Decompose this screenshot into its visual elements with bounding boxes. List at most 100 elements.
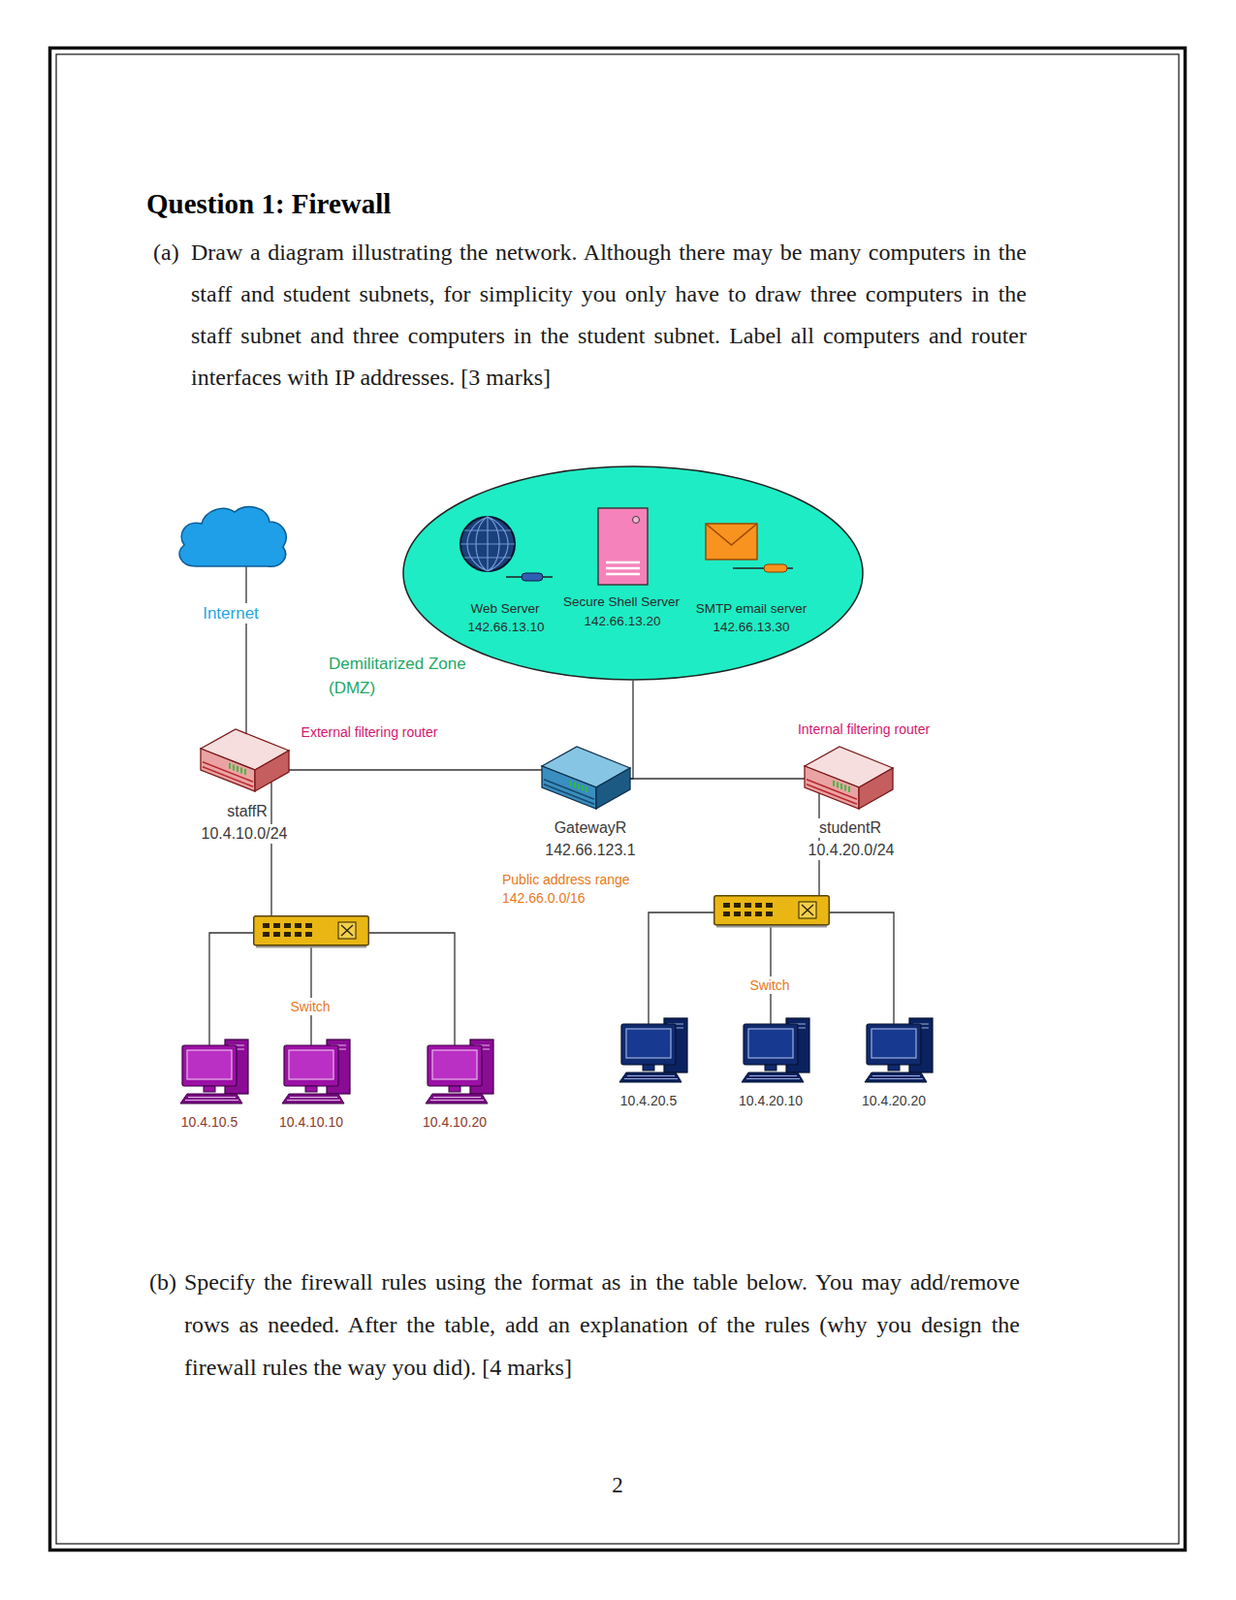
pc-stand (203, 1085, 216, 1092)
network-link (368, 932, 455, 1047)
switch-port (723, 911, 730, 917)
web-server: Web Server142.66.13.10 (457, 513, 555, 587)
pc-keys (185, 1097, 239, 1101)
label-holder: 2 (611, 1471, 624, 1499)
node-icon (713, 894, 830, 928)
globe-body (460, 516, 515, 571)
label-holder: Internet (200, 602, 261, 624)
network-switch: Switch (714, 895, 829, 927)
switch-port (723, 902, 730, 908)
node-label: 10.4.10.5 (181, 1112, 238, 1131)
pc-keyboard (864, 1072, 927, 1082)
gateway-router: GatewayR142.66.123.1 (553, 763, 620, 792)
switch-symbol-cross (341, 924, 353, 936)
switch-body (714, 895, 830, 925)
label-holder: Secure Shell Server (563, 593, 680, 610)
label-holder: 10.4.10.20 (422, 1112, 487, 1131)
switch-port (755, 902, 762, 908)
router-front (200, 748, 255, 792)
node-icon (457, 513, 555, 587)
pc-keys (286, 1097, 341, 1101)
node-icon (172, 502, 291, 571)
node-label: External filtering router (299, 723, 441, 741)
network-link (209, 932, 254, 1047)
pc-keyboard (425, 1093, 488, 1104)
node-label: 142.66.13.30 (713, 618, 791, 635)
label-holder: Specify the firewall rules using the for… (184, 1260, 1020, 1389)
node-label: Internet (200, 602, 261, 624)
pc-monitor (182, 1045, 237, 1086)
inner-border (56, 54, 1179, 1544)
node-label: 142.66.123.1 (542, 840, 637, 860)
staff-computer: 10.4.10.20 (425, 1046, 496, 1102)
title-holder: Question 1: Firewall (146, 187, 391, 221)
label-holder: Public address range 142.66.0.0/16 (502, 870, 648, 908)
node-icon (539, 744, 633, 811)
label-holder: 142.66.13.30 (713, 618, 791, 635)
item-letter: (b) (149, 1260, 177, 1303)
switch-port (294, 922, 302, 928)
pc-stand (448, 1085, 461, 1092)
pc-keys (624, 1076, 678, 1079)
label-holder: SMTP email server (696, 600, 808, 617)
switch-port (733, 902, 741, 908)
dmz-ellipse (403, 466, 863, 680)
label-holder: Internal filtering router (795, 720, 932, 738)
pc-monitor (866, 1023, 921, 1065)
label-holder: 10.4.10.5 (181, 1112, 238, 1131)
node-icon (198, 727, 291, 793)
server-case (598, 507, 648, 585)
page-title: Question 1: Firewall (146, 187, 391, 221)
node-label: 142.66.13.20 (584, 612, 662, 630)
switch-symbol-cross (801, 904, 814, 916)
pc-keyboard (741, 1072, 804, 1082)
node-icon (802, 744, 895, 811)
pc-stand (764, 1064, 777, 1071)
pc-stand (642, 1064, 655, 1071)
item-letter: (a) (153, 231, 180, 274)
filtering-router: External filtering routerstaffR10.4.10.0… (212, 746, 279, 774)
pc-screen (871, 1028, 917, 1058)
node-label: 10.4.20.0/24 (806, 840, 897, 860)
network-link (245, 564, 247, 747)
question-text: Specify the firewall rules using the for… (184, 1260, 1020, 1389)
router-stripes (806, 779, 857, 804)
globe-grid (460, 516, 515, 571)
label-holder: Demilitarized Zone (DMZ) (328, 651, 494, 700)
pc-stand (305, 1085, 317, 1092)
envelope-flap (705, 523, 758, 545)
student-computer: 10.4.20.20 (864, 1025, 935, 1080)
node-label: Web Server (470, 600, 539, 617)
power-button (633, 516, 640, 524)
label-holder: staffR (224, 801, 270, 822)
node-icon (597, 507, 649, 586)
switch-port (273, 931, 281, 937)
network-link (648, 912, 715, 1026)
node-icon (423, 1039, 498, 1104)
router-side (858, 767, 893, 809)
pc-keyboard (619, 1072, 682, 1082)
node-label: Switch (747, 976, 792, 994)
switch-symbol (798, 901, 817, 919)
label-holder: Draw a diagram illustrating the network.… (190, 231, 1027, 399)
router-lights (229, 762, 246, 775)
switch-port (294, 931, 302, 937)
label-holder: 142.66.13.20 (584, 612, 662, 630)
router-lights (570, 780, 587, 793)
address-range-note: Public address range 142.66.0.0/16 (502, 870, 648, 908)
node-icon (253, 915, 370, 949)
node-label: studentR (817, 818, 884, 838)
network-switch: Switch (253, 916, 369, 948)
pc-keyboard (282, 1093, 345, 1104)
node-label: Internal filtering router (795, 720, 932, 738)
page-number: 2 (611, 1471, 624, 1499)
node-label: GatewayR (552, 818, 630, 838)
node-label: staffR (224, 801, 270, 822)
label-holder: 10.4.20.0/24 (806, 840, 897, 860)
node-label: SMTP email server (696, 600, 808, 617)
cable-plug (763, 564, 788, 572)
ssh-server: Secure Shell Server142.66.13.20 (597, 507, 649, 586)
internet-cloud (179, 507, 286, 568)
router-stripes (543, 779, 595, 804)
label-holder: 10.4.20.5 (620, 1091, 677, 1110)
